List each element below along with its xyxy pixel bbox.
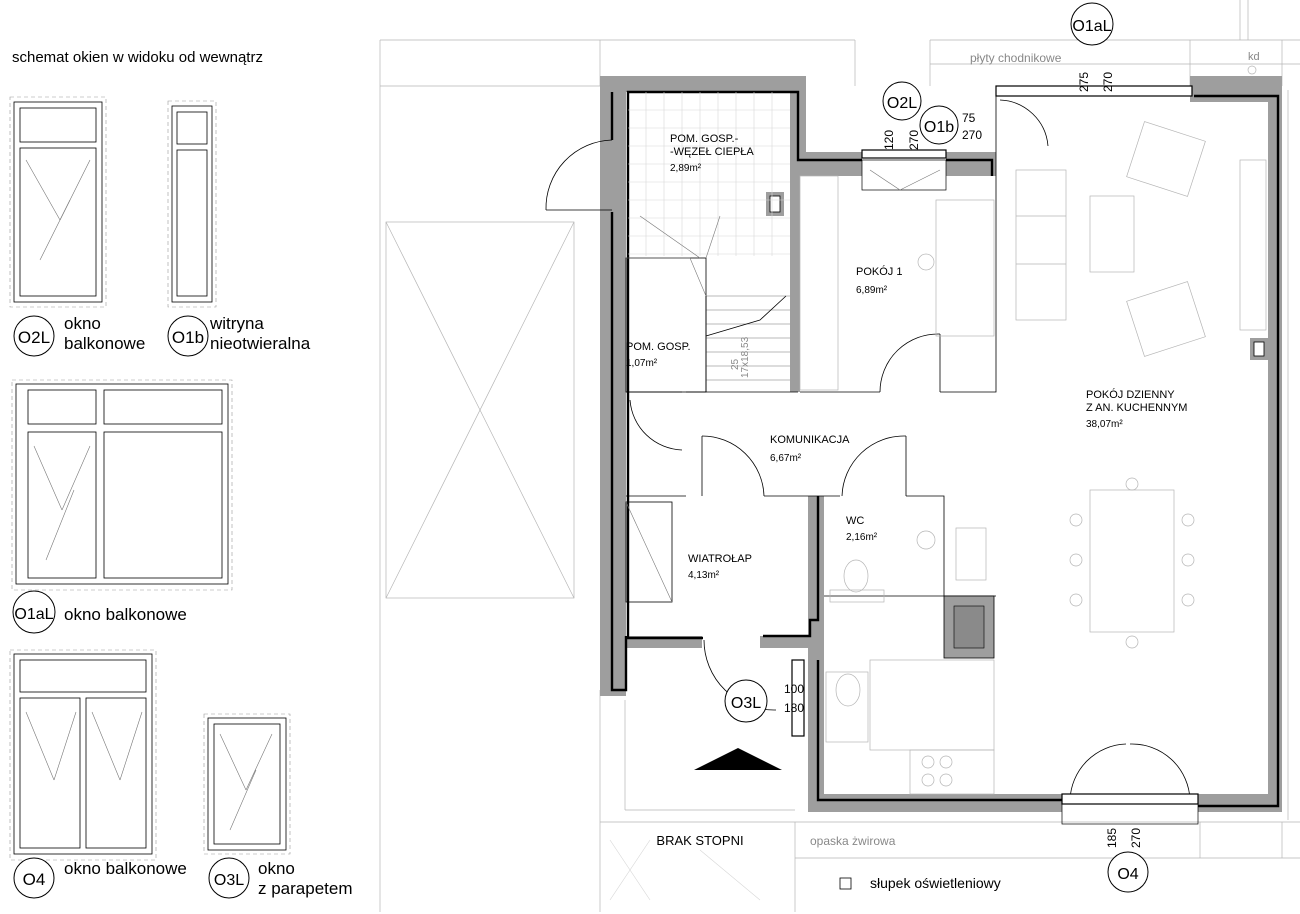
svg-text:6,67m²: 6,67m²: [770, 453, 802, 464]
window-tag-o1b: O1b: [919, 105, 959, 145]
window-tag-o1al: O1aL: [1070, 2, 1114, 46]
legend-tag-o4: O4: [13, 857, 55, 899]
svg-text:WC: WC: [846, 515, 864, 527]
room-label-boiler: POM. GOSP.- -WĘZEŁ CIEPŁA 2,89m²: [670, 133, 754, 174]
room-label-wiatrolap: WIATROŁAP 4,13m²: [688, 553, 752, 581]
dim-o3l-width: 100: [784, 682, 804, 696]
legend-tag-o3l: O3L: [208, 857, 250, 899]
legend-tag-o1b: O1b: [167, 315, 209, 357]
room-label-living-room: POKÓJ DZIENNY Z AN. KUCHENNYM 38,07m²: [1086, 388, 1187, 430]
legend-desc-o4: okno balkonowe: [64, 859, 187, 878]
legend-title: schemat okien w widoku od wewnątrz: [12, 49, 263, 66]
legend-desc-o1b-1: witryna: [209, 314, 264, 333]
legend-window-o2l: [9, 96, 107, 308]
svg-text:1,07m²: 1,07m²: [626, 358, 658, 369]
legend-desc-o3l-1: okno: [258, 859, 295, 878]
legend-window-o4: [9, 649, 157, 861]
window-tag-o3l: O3L: [724, 679, 768, 723]
svg-text:O1aL: O1aL: [1072, 18, 1111, 35]
svg-text:4,13m²: 4,13m²: [688, 570, 720, 581]
svg-text:O4: O4: [23, 870, 46, 889]
svg-text:O2L: O2L: [887, 95, 917, 112]
site-context: [379, 0, 1300, 912]
dim-o2l-height: 270: [907, 130, 921, 150]
window-tag-o2l: O2L: [882, 81, 922, 121]
label-no-steps: BRAK STOPNI: [656, 833, 743, 848]
svg-text:POM. GOSP.: POM. GOSP.: [626, 341, 691, 353]
dim-stairs-2: 25: [730, 358, 741, 370]
label-lamp-post: słupek oświetleniowy: [870, 875, 1001, 891]
dim-o3l-height: 180: [784, 701, 804, 715]
svg-text:38,07m²: 38,07m²: [1086, 419, 1123, 430]
lamp-post-icon: [839, 877, 852, 890]
svg-text:O1b: O1b: [924, 119, 954, 136]
legend-window-o1b: [167, 100, 217, 308]
room-label-pokoj-1: POKÓJ 1 6,89m²: [856, 265, 902, 296]
dim-o1b-height: 270: [962, 128, 982, 142]
svg-text:O1b: O1b: [172, 328, 204, 347]
window-tag-o4: O4: [1107, 851, 1149, 893]
dim-o1b-width: 75: [962, 111, 976, 125]
legend-desc-o1al: okno balkonowe: [64, 605, 187, 624]
svg-text:O4: O4: [1117, 866, 1138, 883]
svg-text:2,16m²: 2,16m²: [846, 532, 878, 543]
dim-stairs: 17x18,53: [740, 336, 751, 378]
room-label-wc: WC 2,16m²: [846, 515, 878, 543]
staircase: [625, 215, 790, 393]
svg-text:2,89m²: 2,89m²: [670, 163, 702, 174]
svg-text:POKÓJ DZIENNY: POKÓJ DZIENNY: [1086, 388, 1175, 401]
label-paving: płyty chodnikowe: [970, 51, 1062, 65]
doors: [545, 99, 1191, 801]
furniture: [799, 121, 1267, 795]
legend-window-o3l: [203, 713, 291, 855]
label-gravel: opaska żwirowa: [810, 834, 896, 848]
svg-text:POKÓJ 1: POKÓJ 1: [856, 265, 902, 278]
label-kd: kd: [1248, 51, 1260, 63]
svg-text:Z AN. KUCHENNYM: Z AN. KUCHENNYM: [1086, 402, 1187, 414]
room-label-pom-gosp: POM. GOSP. 1,07m²: [626, 341, 691, 369]
svg-text:6,89m²: 6,89m²: [856, 285, 888, 296]
legend-desc-o1b-2: nieotwieralna: [210, 334, 311, 353]
dim-o1al-width: 275: [1077, 72, 1091, 92]
svg-text:O1aL: O1aL: [14, 606, 53, 623]
svg-text:O2L: O2L: [18, 328, 50, 347]
legend-desc-o2l-1: okno: [64, 314, 101, 333]
svg-text:O3L: O3L: [731, 695, 761, 712]
svg-text:-WĘZEŁ CIEPŁA: -WĘZEŁ CIEPŁA: [670, 146, 754, 158]
boiler-room-tiles: [628, 92, 790, 256]
entrance-arrow-icon: [694, 748, 782, 770]
dim-o1al-height: 270: [1101, 72, 1115, 92]
legend-tag-o1al: O1aL: [12, 590, 56, 634]
legend-desc-o3l-2: z parapetem: [258, 879, 353, 898]
dim-o4-width: 185: [1105, 828, 1119, 848]
dim-o4-height: 270: [1129, 828, 1143, 848]
window-openings: [791, 85, 1199, 825]
svg-text:O3L: O3L: [214, 872, 244, 889]
legend-tag-o2l: O2L: [13, 315, 55, 357]
dim-o2l-width: 120: [882, 130, 896, 150]
svg-text:WIATROŁAP: WIATROŁAP: [688, 553, 752, 565]
legend-window-o1al: [11, 379, 233, 591]
wall-outlines: [610, 90, 1280, 808]
legend-desc-o2l-2: balkonowe: [64, 334, 145, 353]
room-label-komunikacja: KOMUNIKACJA 6,67m²: [770, 434, 850, 464]
svg-text:POM. GOSP.-: POM. GOSP.-: [670, 133, 739, 145]
svg-text:KOMUNIKACJA: KOMUNIKACJA: [770, 434, 850, 446]
